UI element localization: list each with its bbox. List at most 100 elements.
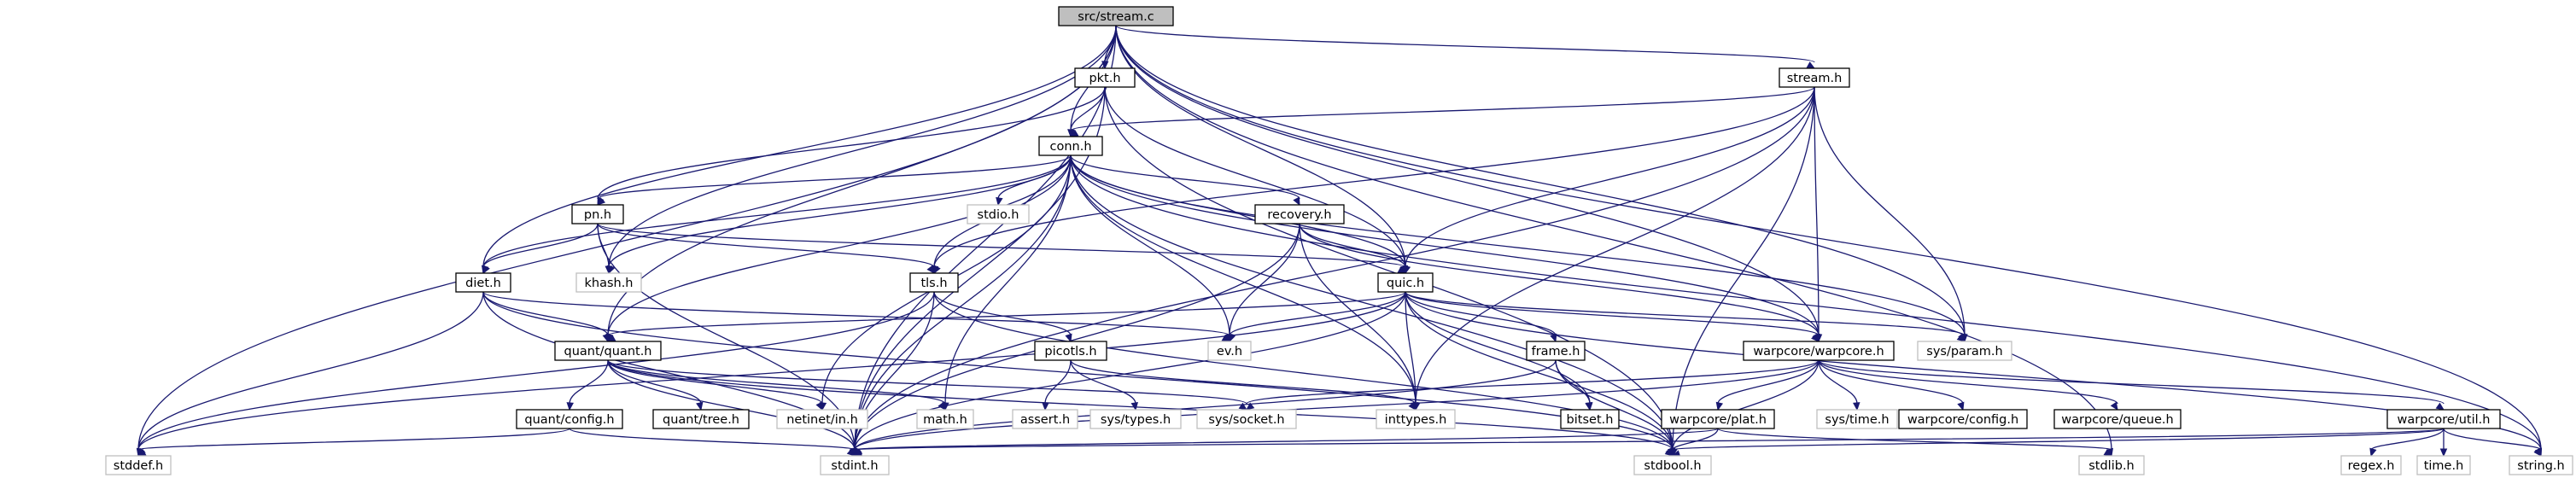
node-box [2078, 455, 2145, 475]
node-label: quant/config.h [524, 413, 614, 427]
edge-stream_h-to-sys_param_h [1814, 86, 1966, 336]
node-box [455, 272, 511, 293]
node-sys-types-h: sys/types.h [1089, 409, 1182, 429]
node-box [2053, 409, 2182, 429]
node-label: diet.h [465, 277, 501, 290]
node-stream-h[interactable]: stream.h [1779, 67, 1850, 88]
node-time-h: time.h [2416, 455, 2471, 475]
node-pkt-h[interactable]: pkt.h [1074, 67, 1136, 88]
edge-warpcore_util_h-to-string_h [2443, 428, 2542, 451]
node-box [2416, 455, 2471, 475]
node-label: stdbool.h [1644, 459, 1701, 473]
node-quic-h[interactable]: quic.h [1377, 272, 1434, 293]
node-quant-quant-h[interactable]: quant/quant.h [554, 341, 662, 361]
node-box [967, 204, 1030, 224]
node-box [516, 409, 623, 429]
node-stdbool-h: stdbool.h [1633, 455, 1712, 475]
node-label: regex.h [2348, 459, 2395, 473]
arrowhead-picotls_h-to-inttypes_h [1408, 401, 1417, 411]
edge-conn_h-to-string_h [1070, 154, 2542, 451]
edge-warpcore_h-to-warpcore_plat_h [1717, 359, 1820, 405]
node-quant-config-h[interactable]: quant/config.h [516, 409, 623, 429]
node-box [916, 409, 974, 429]
node-label: math.h [923, 413, 967, 427]
node-label: warpcore/plat.h [1669, 413, 1767, 427]
arrowhead-warpcore_plat_h-to-stdbool_h [1670, 447, 1678, 458]
node-label: frame.h [1532, 345, 1580, 358]
node-box [571, 204, 624, 224]
node-picotls-h[interactable]: picotls.h [1034, 341, 1107, 361]
node-box [1560, 409, 1620, 429]
node-tls-h[interactable]: tls.h [909, 272, 959, 293]
node-label: sys/param.h [1926, 345, 2002, 358]
edge-conn_h-to-khash_h [608, 154, 1072, 268]
node-pn-h[interactable]: pn.h [571, 204, 624, 224]
node-quant-tree-h[interactable]: quant/tree.h [652, 409, 750, 429]
node-warpcore-queue-h[interactable]: warpcore/queue.h [2053, 409, 2182, 429]
edge-conn_h-to-warpcore_h [1070, 154, 1820, 336]
edge-conn_h-to-diet_h [482, 154, 1072, 268]
node-label: ev.h [1217, 345, 1242, 358]
edge-recovery_h-to-stdint_h [854, 223, 1300, 451]
node-box [554, 341, 662, 361]
arrowhead-frame_h-to-bitset_h [1586, 402, 1593, 411]
edge-stream_h-to-tls_h [933, 86, 1815, 268]
node-stdint-h: stdint.h [820, 455, 890, 475]
node-box [820, 455, 890, 475]
edge-warpcore_util_h-to-stdint_h [854, 428, 2445, 451]
edge-quant_quant_h-to-sys_socket_h [607, 359, 1247, 405]
arrowhead-recovery_h-to-quic_h [1399, 265, 1408, 275]
edge-pkt_h-to-stdbool_h [1104, 86, 1674, 451]
node-bitset-h[interactable]: bitset.h [1560, 409, 1620, 429]
node-frame-h[interactable]: frame.h [1526, 341, 1586, 361]
node-box [105, 455, 172, 475]
node-warpcore-util-h[interactable]: warpcore/util.h [2386, 409, 2501, 429]
edge-warpcore_plat_h-to-stdint_h [854, 428, 1719, 451]
edge-pkt_h-to-quic_h [1104, 86, 1406, 268]
node-label: quant/quant.h [564, 345, 652, 358]
arrowhead-quic_h-to-sys_param_h [1956, 334, 1966, 342]
edge-picotls_h-to-sys_types_h [1070, 359, 1136, 405]
edge-conn_h-to-recovery_h [1070, 154, 1300, 200]
node-label: stream.h [1787, 72, 1843, 85]
node-label: sys/time.h [1825, 413, 1889, 427]
edge-stream_c-to-warpcore_h [1115, 25, 1820, 336]
node-label: conn.h [1049, 140, 1091, 154]
arrowhead-quant_quant_h-to-quant_tree_h [696, 401, 704, 411]
edge-stream_c-to-sys_param_h [1115, 25, 1966, 336]
arrowhead-tls_h-to-picotls_h [1065, 333, 1072, 343]
node-box [1917, 341, 2012, 361]
edge-quic_h-to-warpcore_h [1405, 291, 1820, 336]
node-recovery-h[interactable]: recovery.h [1254, 204, 1345, 224]
edge-quant_config_h-to-stdint_h [569, 428, 856, 451]
edge-stream_c-to-stddef_h [137, 25, 1117, 451]
edge-quant_quant_h-to-quant_config_h [569, 359, 609, 405]
edge-conn_h-to-inttypes_h [1070, 154, 1417, 405]
node-label: picotls.h [1044, 345, 1096, 358]
arrowhead-diet_h-to-quant_quant_h [602, 333, 610, 343]
arrowhead-warpcore_util_h-to-time_h [2439, 448, 2448, 458]
node-label: assert.h [1020, 413, 1070, 427]
edge-recovery_h-to-inttypes_h [1299, 223, 1417, 405]
edge-recovery_h-to-warpcore_h [1299, 223, 1820, 336]
edge-stream_h-to-inttypes_h [1415, 86, 1815, 405]
edge-warpcore_h-to-warpcore_queue_h [1818, 359, 2118, 405]
node-warpcore-h[interactable]: warpcore/warpcore.h [1743, 341, 1895, 361]
node-box [1012, 409, 1078, 429]
node-label: src/stream.c [1078, 10, 1154, 24]
node-label: warpcore/config.h [1907, 413, 2018, 427]
node-stream-c[interactable]: src/stream.c [1058, 6, 1174, 26]
node-label: sys/socket.h [1208, 413, 1284, 427]
node-warpcore-plat-h[interactable]: warpcore/plat.h [1661, 409, 1775, 429]
arrowhead-conn_h-to-pn_h [597, 197, 606, 206]
node-box [1034, 341, 1107, 361]
node-diet-h[interactable]: diet.h [455, 272, 511, 293]
edge-stream_c-to-stdint_h [854, 25, 1117, 451]
edge-quic_h-to-ev_h [1229, 291, 1406, 336]
node-warpcore-config-h[interactable]: warpcore/config.h [1898, 409, 2028, 429]
edge-stream_h-to-stdbool_h [1672, 86, 1815, 451]
node-label: warpcore/queue.h [2061, 413, 2173, 427]
node-conn-h[interactable]: conn.h [1038, 136, 1103, 156]
node-label: inttypes.h [1385, 413, 1447, 427]
arrowhead-picotls_h-to-assert_h [1042, 402, 1049, 411]
